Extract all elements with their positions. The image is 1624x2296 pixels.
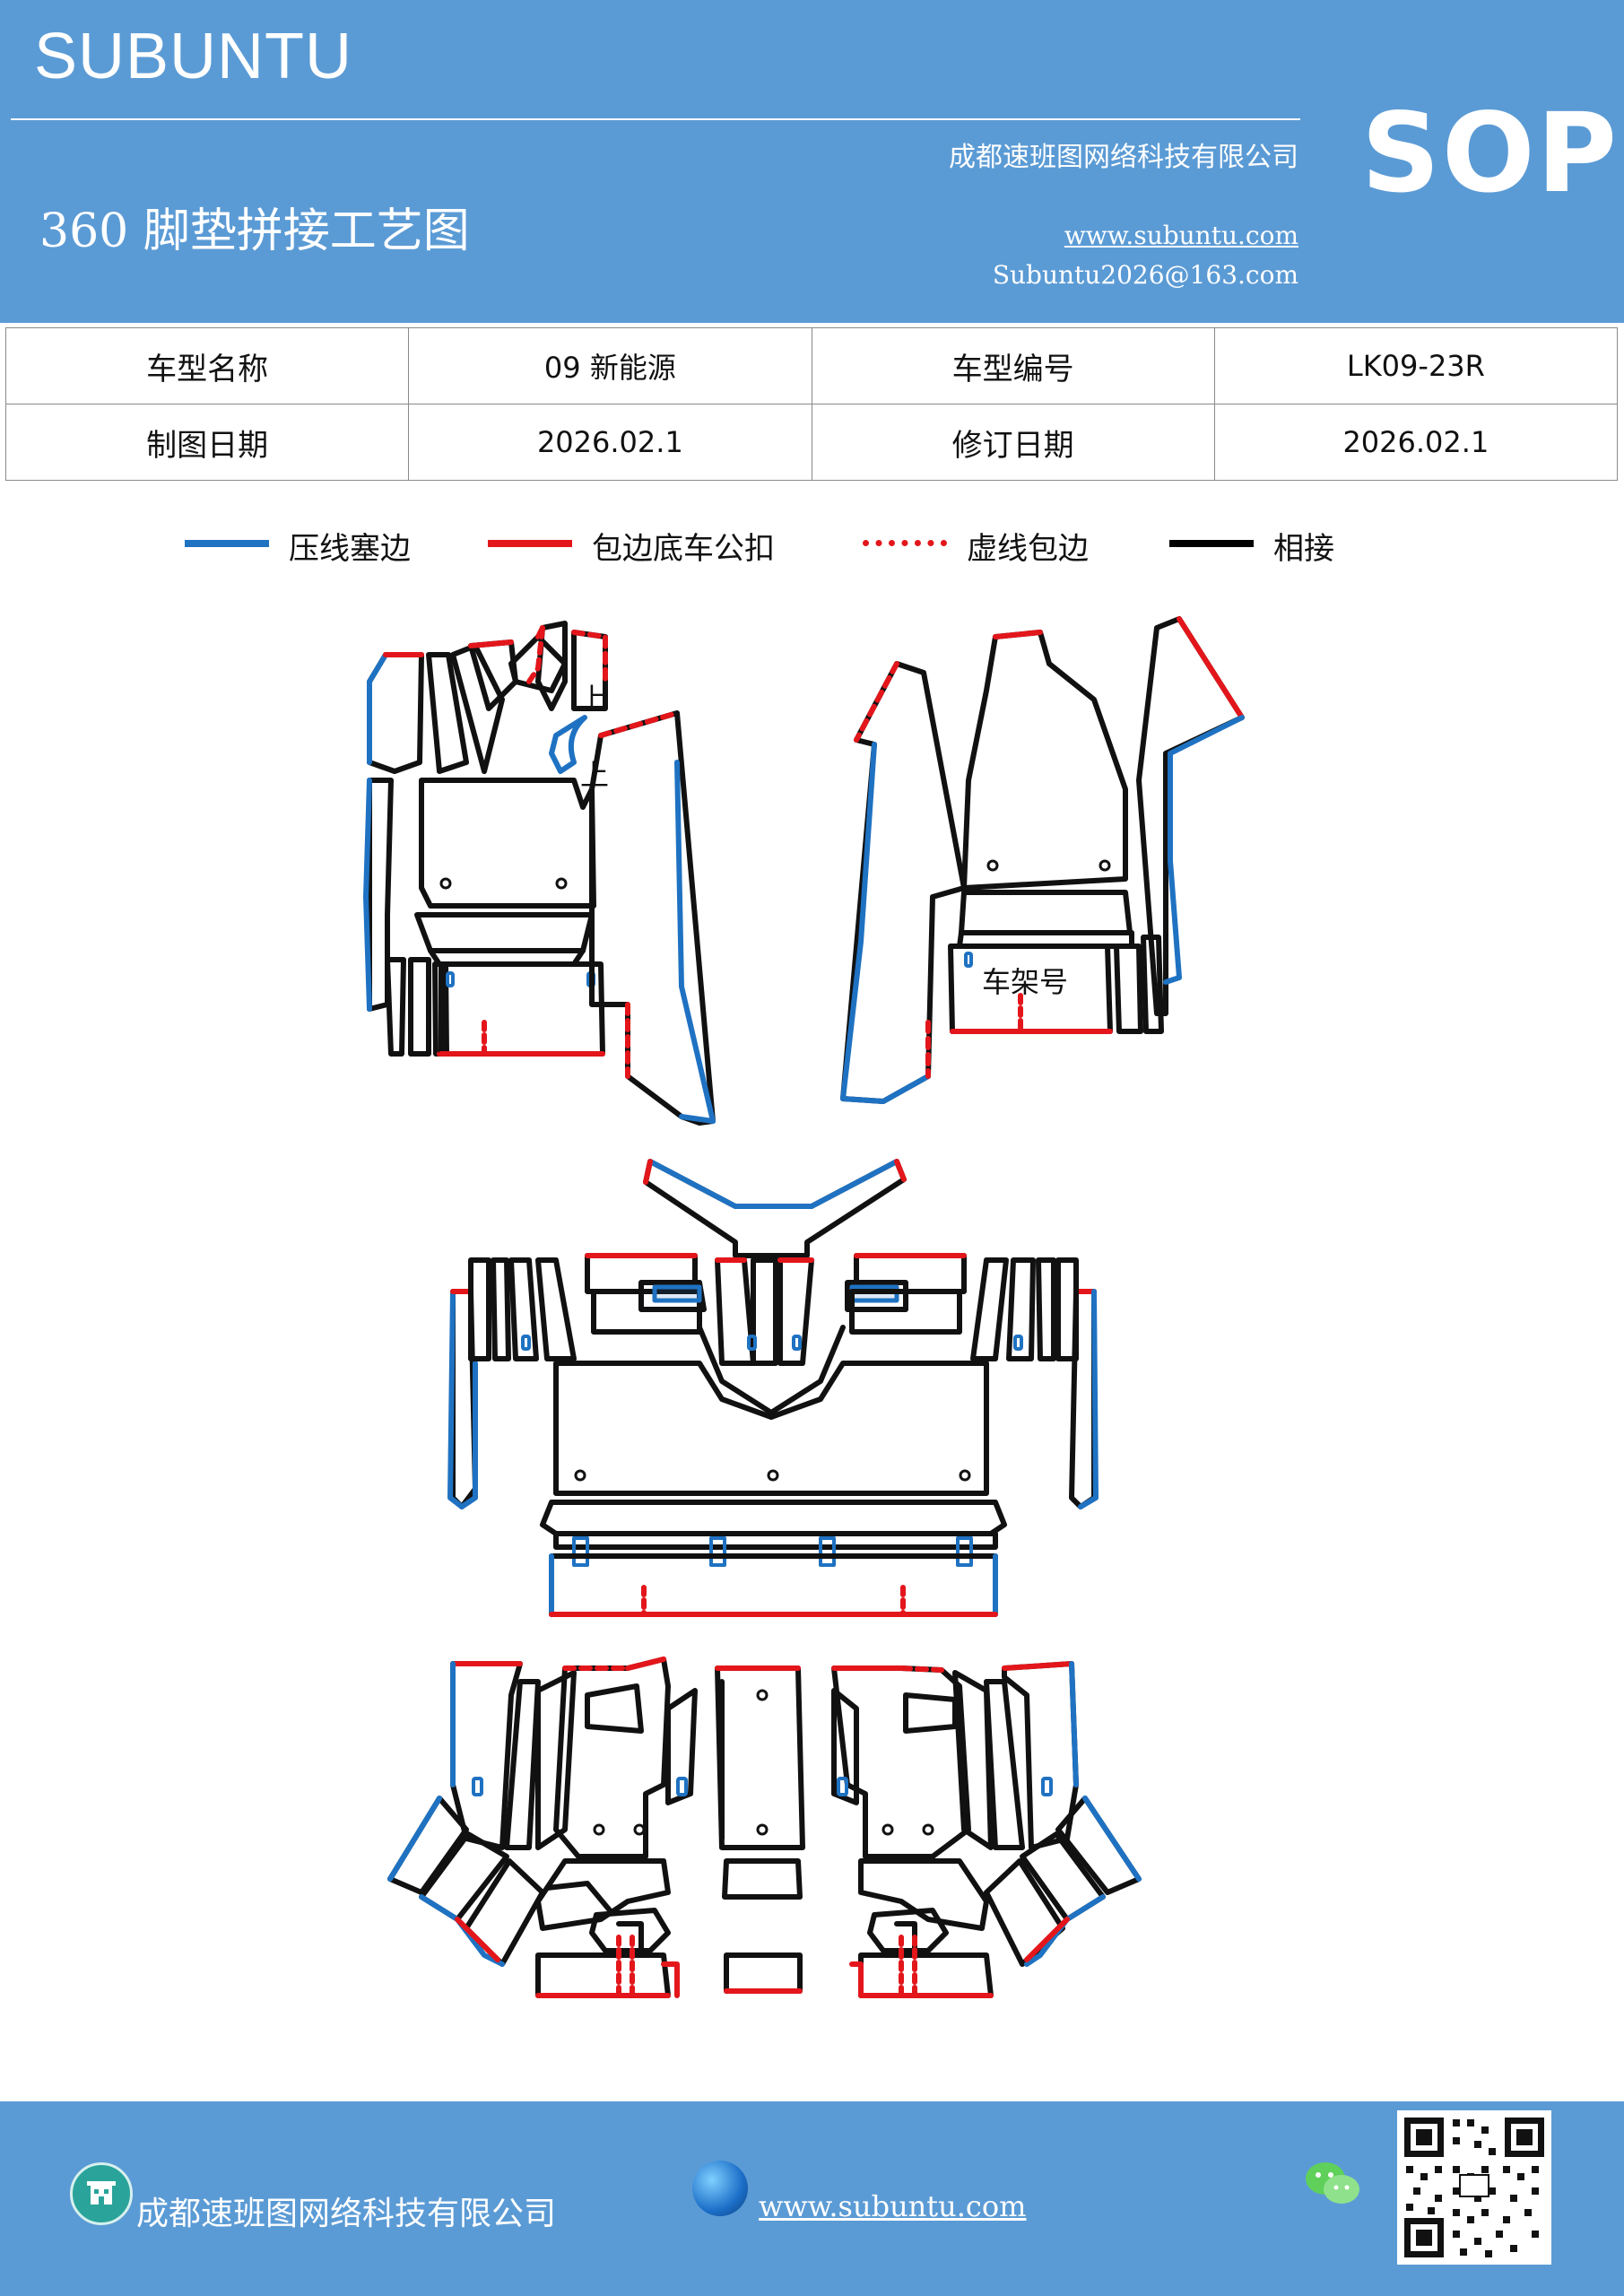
legend-swatch	[863, 540, 947, 546]
header-website-link[interactable]: www.subuntu.com	[1064, 221, 1298, 250]
floor-mat-diagram: 上 上 车架号	[363, 616, 1245, 1998]
footer-company: 成都速班图网络科技有限公司	[136, 2196, 557, 2232]
legend-label: 压线塞边	[289, 531, 411, 567]
header-banner: SUBUNTU 成都速班图网络科技有限公司 360 脚垫拼接工艺图 www.su…	[0, 0, 1624, 323]
legend-swatch	[1169, 540, 1254, 547]
cell-model-name-value: 09 新能源	[408, 327, 812, 404]
building-icon	[70, 2162, 133, 2225]
wechat-icon[interactable]	[1302, 2157, 1365, 2211]
globe-icon	[692, 2161, 748, 2216]
table-row: 车型名称 09 新能源 车型编号 LK09-23R	[4, 327, 1619, 404]
legend-swatch	[185, 540, 269, 547]
header-company: 成都速班图网络科技有限公司	[949, 142, 1298, 173]
brand-name: SUBUNTU	[34, 21, 353, 92]
legend-label: 虚线包边	[967, 531, 1089, 567]
header-email[interactable]: Subuntu2026@163.com	[992, 260, 1298, 290]
cell-model-code-label: 车型编号	[811, 327, 1215, 404]
document-title: 360 脚垫拼接工艺图	[39, 204, 470, 258]
vehicle-info-table: 车型名称 09 新能源 车型编号 LK09-23R 制图日期 2026.02.1…	[4, 327, 1619, 481]
legend: 压线塞边 包边底车公扣 虚线包边 相接	[0, 520, 1624, 574]
front-left-mat-group: 上 上	[363, 621, 716, 1126]
cell-model-code-value: LK09-23R	[1213, 327, 1619, 404]
cell-revise-date-value: 2026.02.1	[1213, 404, 1619, 481]
legend-swatch	[488, 540, 572, 547]
sop-label: SOP	[1361, 90, 1619, 217]
footer-website-link[interactable]: www.subuntu.com	[759, 2189, 1027, 2223]
rear-row-mat-group	[387, 1657, 1142, 1998]
upward-mark-1: 上	[578, 682, 607, 716]
footer-banner: 成都速班图网络科技有限公司 www.subuntu.com	[0, 2101, 1624, 2296]
vin-label: 车架号	[982, 965, 1068, 999]
table-row: 制图日期 2026.02.1 修订日期 2026.02.1	[4, 404, 1619, 481]
legend-label: 包边底车公扣	[592, 531, 775, 567]
cell-model-name-label: 车型名称	[4, 327, 410, 404]
front-right-mat-group: 车架号	[840, 616, 1245, 1104]
qr-code[interactable]	[1397, 2110, 1551, 2265]
cell-draw-date-label: 制图日期	[4, 404, 410, 481]
cell-revise-date-label: 修订日期	[811, 404, 1215, 481]
upward-mark-2: 上	[580, 758, 609, 792]
middle-row-mat-group	[447, 1159, 1099, 1617]
legend-label: 相接	[1273, 531, 1334, 567]
header-divider	[11, 118, 1300, 120]
cell-draw-date-value: 2026.02.1	[408, 404, 812, 481]
